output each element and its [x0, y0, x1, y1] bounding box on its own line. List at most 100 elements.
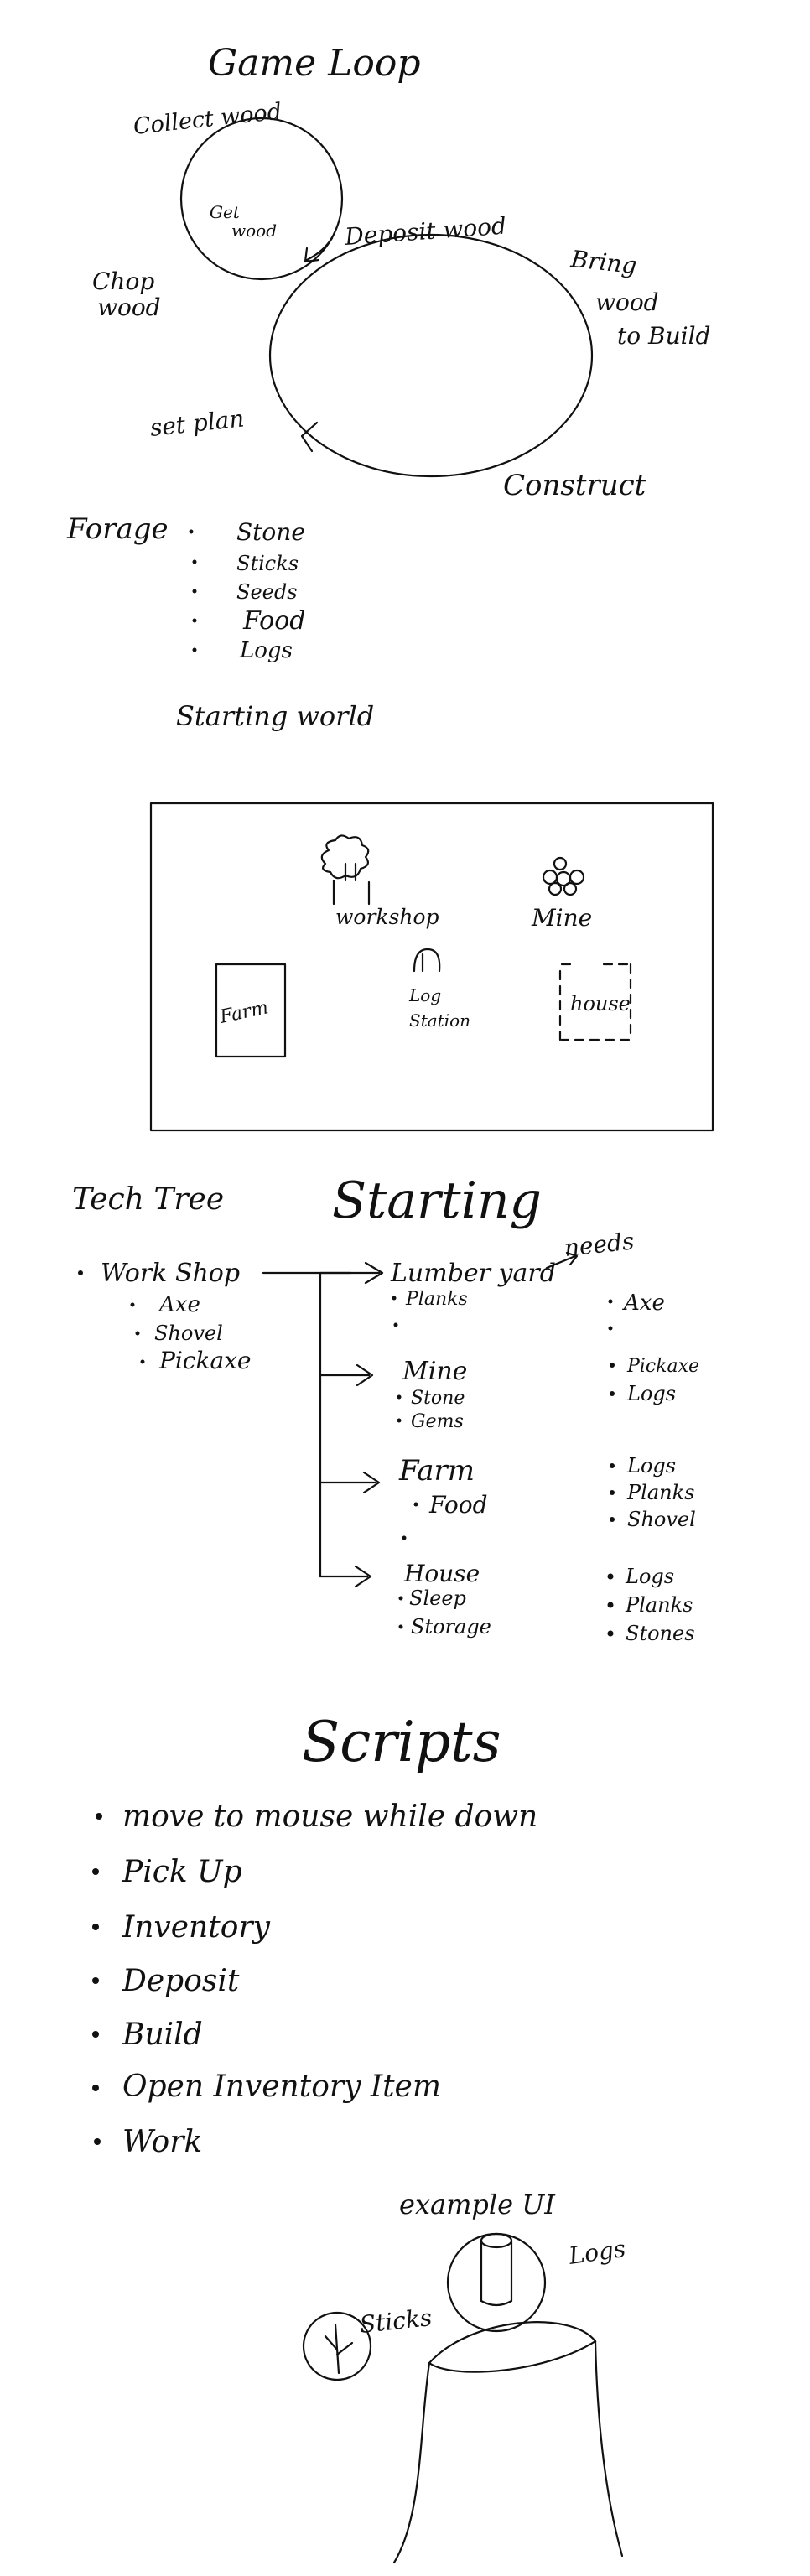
- collect-wood-label: Collect wood: [132, 99, 283, 140]
- bullet-dot: [92, 2031, 99, 2038]
- tech-tree-trunk: [262, 1271, 352, 1578]
- forage-item: Logs: [239, 638, 293, 663]
- bullet-dot: [92, 1977, 99, 1984]
- house-branch-arrow: [319, 1565, 372, 1588]
- script-item: move to mouse while down: [122, 1800, 537, 1834]
- set-plan-arrowhead: [300, 421, 319, 453]
- mine-need: Pickaxe: [626, 1356, 699, 1377]
- log-icon: [480, 2232, 513, 2307]
- bullet-dot: [92, 1868, 99, 1875]
- bullet-dot: [610, 1490, 615, 1495]
- set-plan-label: set plan: [148, 404, 246, 442]
- mine-item: Stone: [411, 1388, 465, 1409]
- logs-slot-label: Logs: [566, 2235, 627, 2270]
- forage-item: Food: [242, 606, 306, 636]
- house-need: Stones: [626, 1622, 695, 1645]
- forage-item: Sticks: [236, 552, 299, 575]
- example-ui-title: example UI: [399, 2189, 556, 2220]
- bullet-dot: [192, 618, 197, 623]
- log-station-label-1: Log: [408, 985, 441, 1005]
- mine-label: Mine: [531, 904, 592, 932]
- farm-label: Farm: [217, 997, 270, 1028]
- bring-wood-label-3: to Build: [617, 322, 710, 350]
- house-outline-dashed: [558, 963, 632, 1041]
- farm-need: Planks: [626, 1481, 694, 1504]
- scripts-title: Scripts: [302, 1710, 501, 1774]
- log-station-label-2: Station: [409, 1010, 470, 1031]
- house-need: Planks: [625, 1593, 693, 1617]
- script-item: Inventory: [122, 1910, 271, 1945]
- bullet-dot: [78, 1270, 83, 1275]
- bullet-dot: [92, 2085, 99, 2091]
- bring-wood-label-2: wood: [595, 288, 659, 316]
- workshop-item: Shovel: [154, 1322, 223, 1345]
- tech-tree-subtitle: Starting: [332, 1171, 542, 1230]
- farm-branch-arrow: [319, 1471, 381, 1494]
- deposit-arrow: [305, 236, 334, 262]
- starting-world-title: Starting world: [176, 700, 374, 732]
- bullet-dot: [393, 1322, 398, 1327]
- build-loop-ellipse: [268, 233, 594, 478]
- house-item: Sleep: [409, 1587, 466, 1610]
- sticks-slot-label: Sticks: [358, 2303, 433, 2339]
- mine-need: Logs: [626, 1382, 676, 1405]
- bullet-dot: [607, 1630, 614, 1637]
- bullet-dot: [413, 1502, 418, 1507]
- tree-icon: [320, 834, 371, 906]
- script-item: Deposit: [122, 1964, 240, 1998]
- bring-wood-label-1: Bring: [569, 245, 638, 279]
- lumber-branch-arrow: [319, 1261, 384, 1285]
- get-wood-label-1: Get: [210, 202, 241, 222]
- bullet-dot: [397, 1418, 402, 1423]
- script-item: Build: [122, 2018, 203, 2052]
- bullet-dot: [610, 1517, 615, 1522]
- house-item: Storage: [411, 1615, 491, 1639]
- logs-slot-circle: [446, 2232, 547, 2333]
- construct-label: Construct: [503, 469, 646, 502]
- bullet-dot: [192, 647, 197, 652]
- mine-branch-label: Mine: [402, 1357, 467, 1386]
- lumber-yard-label: Lumber yard: [390, 1259, 556, 1288]
- bullet-dot: [189, 529, 194, 534]
- bullet-dot: [392, 1296, 397, 1301]
- bullet-dot: [610, 1363, 615, 1368]
- bullet-dot: [397, 1394, 402, 1400]
- rock-pile-icon: [542, 856, 585, 896]
- bullet-dot: [92, 1924, 99, 1930]
- world-map-frame: [149, 802, 714, 1132]
- collect-loop-circle: [179, 117, 344, 281]
- needs-arrow: [545, 1251, 579, 1270]
- forage-item: Stone: [236, 518, 305, 546]
- stick-icon: [324, 2323, 354, 2375]
- get-wood-label-2: wood: [231, 221, 277, 241]
- script-item: Pick Up: [122, 1855, 242, 1889]
- log-station-icon: [413, 948, 441, 973]
- forage-item: Seeds: [236, 580, 298, 604]
- workshop-item: Axe: [158, 1292, 200, 1317]
- bullet-dot: [402, 1535, 407, 1540]
- chop-wood-label-2: wood: [97, 293, 161, 321]
- house-need: Logs: [625, 1565, 674, 1588]
- bullet-dot: [192, 589, 197, 594]
- bullet-dot: [130, 1302, 135, 1307]
- tech-tree-title: Tech Tree: [72, 1182, 224, 1217]
- bullet-dot: [398, 1624, 403, 1629]
- workshop-root-label: Work Shop: [101, 1259, 240, 1288]
- farm-need: Logs: [626, 1454, 676, 1478]
- bullet-dot: [608, 1326, 613, 1331]
- deposit-arrowhead: [304, 247, 320, 263]
- farm-branch-label: Farm: [398, 1454, 475, 1488]
- farm-plot: [215, 963, 287, 1058]
- game-loop-title: Game Loop: [208, 42, 421, 85]
- script-item: Open Inventory Item: [122, 2070, 441, 2104]
- house-label: house: [570, 992, 631, 1015]
- workshop-label: workshop: [335, 905, 439, 929]
- lumber-item: Planks: [405, 1289, 468, 1310]
- script-item: Work: [122, 2125, 202, 2159]
- bullet-dot: [94, 2138, 101, 2145]
- bullet-dot: [607, 1602, 614, 1608]
- bullet-dot: [608, 1299, 613, 1304]
- bullet-dot: [398, 1596, 403, 1601]
- sticks-slot-circle: [302, 2311, 372, 2381]
